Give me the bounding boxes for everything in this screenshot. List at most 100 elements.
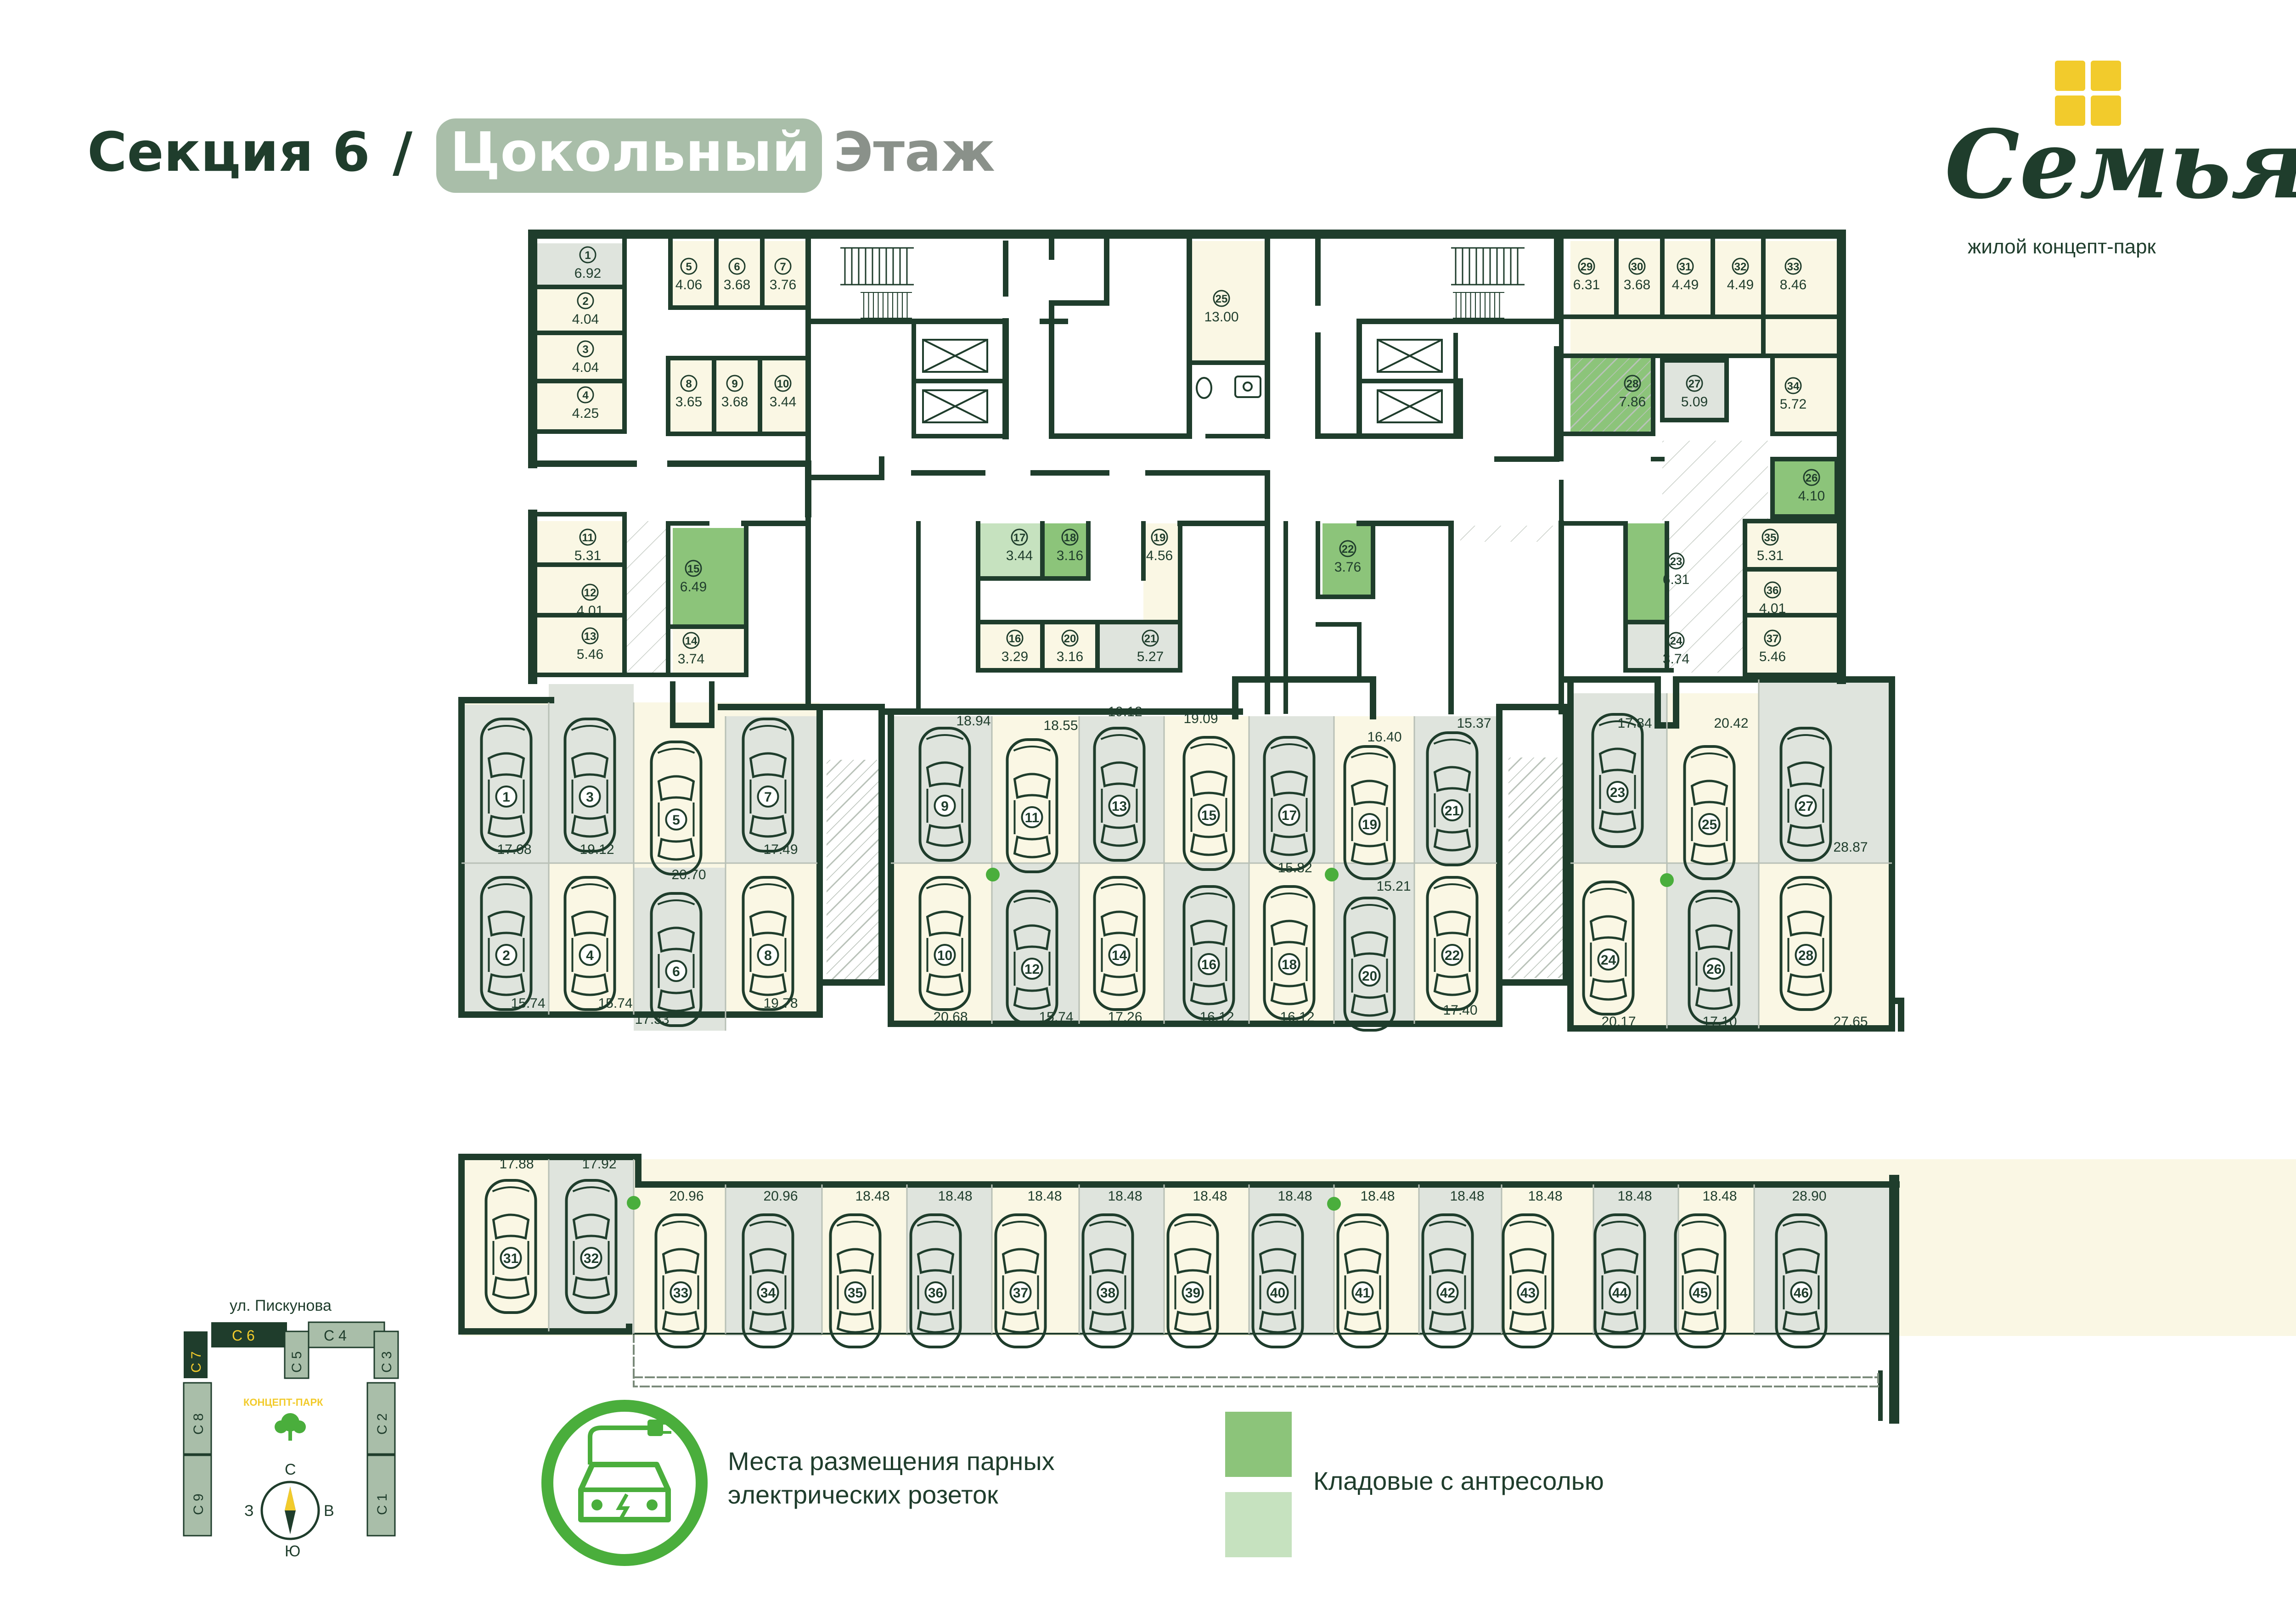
parking-number: 35 bbox=[848, 1285, 863, 1301]
floor-word: Этаж bbox=[833, 120, 995, 184]
parking-area: 17.84 bbox=[1617, 716, 1652, 731]
storage-area: 6.31 bbox=[1573, 277, 1600, 292]
parking-area: 18.48 bbox=[1360, 1189, 1395, 1204]
storage-room: 124.01 bbox=[577, 584, 603, 618]
storage-area: 8.46 bbox=[1780, 277, 1806, 292]
storage-area: 3.16 bbox=[1057, 649, 1083, 664]
storage-room: 115.31 bbox=[574, 528, 601, 563]
storage-number: 27 bbox=[1688, 378, 1701, 390]
parking-area: 18.48 bbox=[1108, 1189, 1142, 1204]
storage-area: 4.06 bbox=[675, 277, 702, 292]
storage-room: 303.68 bbox=[1624, 258, 1650, 292]
storage-area: 3.65 bbox=[675, 394, 702, 410]
storage-room: 73.76 bbox=[770, 258, 796, 292]
storage-number-badge bbox=[726, 375, 743, 392]
storage-area: 3.68 bbox=[721, 394, 748, 410]
storage-room: 135.46 bbox=[577, 627, 603, 662]
storage-number-badge bbox=[1764, 581, 1781, 599]
storage-number: 22 bbox=[1342, 543, 1354, 556]
storage-area: 4.10 bbox=[1798, 488, 1825, 504]
storage-number-badge bbox=[1142, 629, 1159, 647]
storage-number-badge bbox=[1061, 629, 1079, 647]
parking-number: 25 bbox=[1702, 817, 1717, 832]
parking-area: 18.48 bbox=[1277, 1189, 1312, 1204]
storage-number-badge bbox=[581, 584, 599, 601]
parking-space: 520.70 bbox=[652, 742, 706, 882]
storage-number: 9 bbox=[732, 378, 737, 390]
storage-number: 12 bbox=[584, 587, 597, 599]
storage-area: 3.76 bbox=[1334, 560, 1361, 575]
storage-room: 223.76 bbox=[1334, 540, 1361, 575]
storage-room: 243.74 bbox=[1663, 632, 1689, 667]
parking-area: 19.12 bbox=[580, 842, 614, 857]
parking-area: 15.37 bbox=[1457, 716, 1491, 731]
storage-area: 3.74 bbox=[1663, 651, 1689, 667]
storage-number-badge bbox=[1784, 377, 1802, 394]
storage-number-badge bbox=[581, 627, 599, 645]
storage-number: 11 bbox=[582, 532, 593, 544]
parking-number: 20 bbox=[1362, 969, 1377, 984]
storage-area: 5.27 bbox=[1137, 649, 1164, 664]
section-title: Секция 6 bbox=[87, 120, 370, 184]
parking-area: 16.12 bbox=[1199, 1010, 1234, 1025]
parking-area: 17.40 bbox=[1443, 1003, 1477, 1018]
section-c1: С 1 bbox=[375, 1493, 390, 1515]
parking-number: 26 bbox=[1706, 962, 1722, 977]
storage-number: 8 bbox=[686, 378, 692, 390]
parking-area: 18.48 bbox=[1702, 1189, 1737, 1204]
storage-number-badge bbox=[680, 375, 698, 392]
storage-number-badge bbox=[1006, 629, 1024, 647]
park-label: КОНЦЕПТ-ПАРК bbox=[243, 1397, 323, 1408]
storage-room: 355.31 bbox=[1757, 528, 1784, 563]
storage-number: 3 bbox=[582, 343, 588, 356]
storage-room: 103.44 bbox=[770, 375, 796, 410]
parking-area: 17.92 bbox=[582, 1156, 616, 1172]
storage-number: 14 bbox=[685, 635, 698, 647]
storage-area: 3.68 bbox=[724, 277, 750, 292]
parking-area: 17.49 bbox=[763, 842, 798, 857]
parking-space: 717.49 bbox=[743, 719, 798, 857]
storage-area: 5.09 bbox=[1681, 394, 1708, 410]
parking-area: 19.09 bbox=[1183, 711, 1218, 726]
storage-area: 5.31 bbox=[574, 548, 601, 563]
storage-area: 4.56 bbox=[1146, 548, 1173, 563]
storage-room: 54.06 bbox=[675, 258, 702, 292]
storage-room: 93.68 bbox=[721, 375, 748, 410]
section-c9: С 9 bbox=[191, 1493, 206, 1515]
storage-labels: 16.9224.0434.0444.2554.0663.6873.7683.65… bbox=[572, 246, 1825, 667]
parking-area: 19.78 bbox=[763, 996, 798, 1011]
parking-area: 18.48 bbox=[1528, 1189, 1562, 1204]
storage-number: 30 bbox=[1631, 261, 1643, 273]
storage-area: 3.74 bbox=[678, 651, 704, 667]
walls bbox=[458, 230, 1904, 1424]
storage-number: 37 bbox=[1767, 633, 1779, 645]
storage-number: 4 bbox=[582, 389, 589, 402]
compass-icon bbox=[260, 1481, 320, 1540]
storage-number: 34 bbox=[1787, 380, 1800, 393]
parking-space: 15 19.09 bbox=[1183, 711, 1233, 870]
parking-area: 16.12 bbox=[1280, 1010, 1314, 1025]
storage-area: 5.31 bbox=[1757, 548, 1784, 563]
parking-area: 15.74 bbox=[511, 996, 545, 1011]
brand-tagline: жилой концепт-парк bbox=[1968, 236, 2156, 258]
parking-number: 15 bbox=[1201, 808, 1216, 823]
storage-number-badge bbox=[1686, 375, 1703, 392]
parking-number: 12 bbox=[1024, 962, 1040, 977]
parking-number: 17 bbox=[1282, 808, 1297, 823]
storage-number-badge bbox=[1624, 375, 1641, 392]
storage-room: 83.65 bbox=[675, 375, 702, 410]
storage-number: 20 bbox=[1064, 633, 1076, 645]
parking-area: 18.48 bbox=[855, 1189, 889, 1204]
